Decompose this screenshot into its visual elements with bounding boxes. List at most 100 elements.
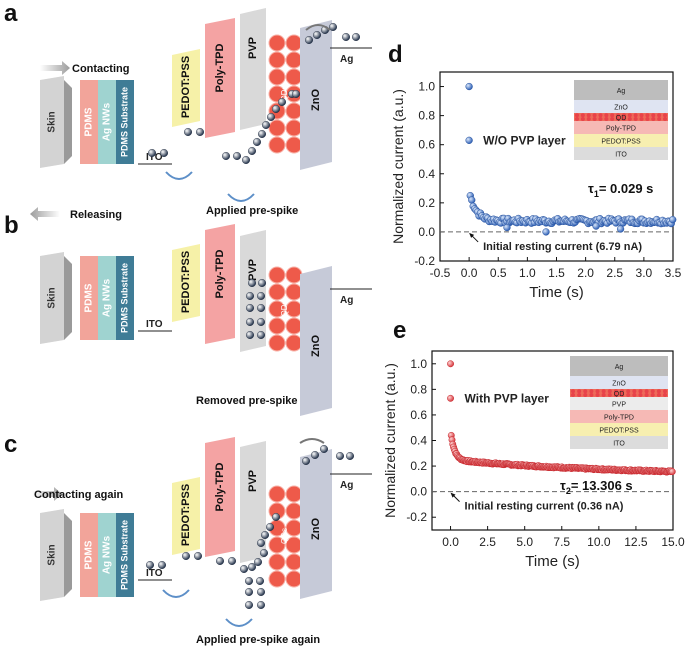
inset-qd <box>663 117 667 121</box>
quantum-dot <box>268 119 286 137</box>
agnws-layer <box>98 513 116 597</box>
skin-edge <box>64 80 72 164</box>
zno-label: ZnO <box>310 89 322 111</box>
inset-qd <box>607 393 612 397</box>
pedot-layer <box>172 49 200 127</box>
data-point <box>468 196 476 204</box>
electron-ball <box>252 137 261 146</box>
inset-qd <box>650 389 655 394</box>
inset-qd <box>575 113 579 118</box>
qd-label: QDs <box>280 86 289 102</box>
pedot-label: PEDOT:PSS <box>180 251 192 313</box>
agnws-label: Ag NWs <box>102 102 113 141</box>
x-tick-label: 7.5 <box>553 535 570 549</box>
y-tick-label: 0.6 <box>418 138 435 152</box>
panel-letter: d <box>388 41 403 68</box>
quantum-dot <box>268 283 286 301</box>
inset-layer-label: Poly-TPD <box>604 415 634 422</box>
quantum-dot <box>268 85 286 103</box>
inset-qd <box>616 113 621 118</box>
panel-letter: e <box>393 317 406 344</box>
inset-qd <box>580 117 585 121</box>
inset-qd <box>663 389 667 394</box>
data-point <box>447 360 454 368</box>
quantum-dot <box>285 119 303 137</box>
x-tick-label: 5.0 <box>516 535 533 549</box>
skin-edge <box>64 513 72 597</box>
panel-letter: a <box>4 0 18 27</box>
inset-qd <box>610 117 615 121</box>
inset-qd <box>604 113 609 118</box>
data-point <box>447 394 454 402</box>
carrier-arc <box>299 438 325 444</box>
electron-ball <box>245 331 254 340</box>
inset-qd <box>663 393 667 397</box>
inset-qd <box>638 393 643 397</box>
inset-qd <box>613 389 618 394</box>
electron-ball <box>257 318 266 327</box>
inset-layer <box>570 410 668 423</box>
polytpd-layer <box>205 437 235 557</box>
quantum-dot <box>268 34 286 52</box>
inset-qd <box>589 393 594 397</box>
inset-layer <box>574 134 668 147</box>
x-tick-label: 10.0 <box>587 535 611 549</box>
electron-ball <box>256 577 265 586</box>
y-tick-label: 0.2 <box>410 459 427 473</box>
agnws-label: Ag NWs <box>102 278 113 317</box>
zno-label: ZnO <box>310 518 322 540</box>
quantum-dot <box>285 553 303 571</box>
electron-ball <box>257 292 266 301</box>
direction-arrow <box>30 207 60 221</box>
inset-qd <box>645 117 650 121</box>
inset-qd <box>598 117 603 121</box>
substrate-layer <box>116 256 134 340</box>
skin-label: Skin <box>47 544 58 565</box>
pvp-label: PVP <box>247 259 259 281</box>
pdms-label: PDMS <box>84 107 95 136</box>
zno-layer <box>300 20 332 170</box>
x-tick-label: 3.5 <box>665 266 682 280</box>
inset-layer <box>570 376 668 389</box>
pedot-label: PEDOT:PSS <box>180 484 192 546</box>
electron-ball <box>260 549 269 558</box>
inset-layer <box>574 80 668 100</box>
ito-label: ITO <box>146 152 163 163</box>
inset-layer-label: Ag <box>615 364 624 371</box>
x-tick-label: 15.0 <box>661 535 685 549</box>
data-points <box>447 360 676 476</box>
inset-layer <box>570 356 668 376</box>
electron-ball <box>244 588 253 597</box>
polytpd-label: Poly-TPD <box>214 44 226 93</box>
action-label: Contacting again <box>34 489 124 501</box>
x-axis-label: Time (s) <box>525 553 579 570</box>
substrate-layer <box>116 513 134 597</box>
inset-qd <box>626 393 631 397</box>
electron-ball <box>292 89 301 98</box>
inset-qd <box>650 393 655 397</box>
ag-label: Ag <box>340 295 353 306</box>
inset-qd <box>632 389 637 394</box>
inset-layer <box>574 121 668 134</box>
skin-edge <box>64 256 72 340</box>
electron-ball <box>245 304 254 313</box>
inset-qd <box>651 117 656 121</box>
inset-qd <box>592 113 597 118</box>
quantum-dot <box>285 266 303 284</box>
electron-ball <box>266 523 275 532</box>
y-tick-label: 0.4 <box>418 167 435 181</box>
inset-qd <box>616 117 621 121</box>
quantum-dot <box>285 136 303 154</box>
pedot-label: PEDOT:PSS <box>180 56 192 118</box>
inset-qd <box>604 117 609 121</box>
inset-qd <box>632 393 637 397</box>
x-tick-label: 1.5 <box>548 266 565 280</box>
pdms-layer <box>80 80 98 164</box>
pdms-label: PDMS <box>84 540 95 569</box>
